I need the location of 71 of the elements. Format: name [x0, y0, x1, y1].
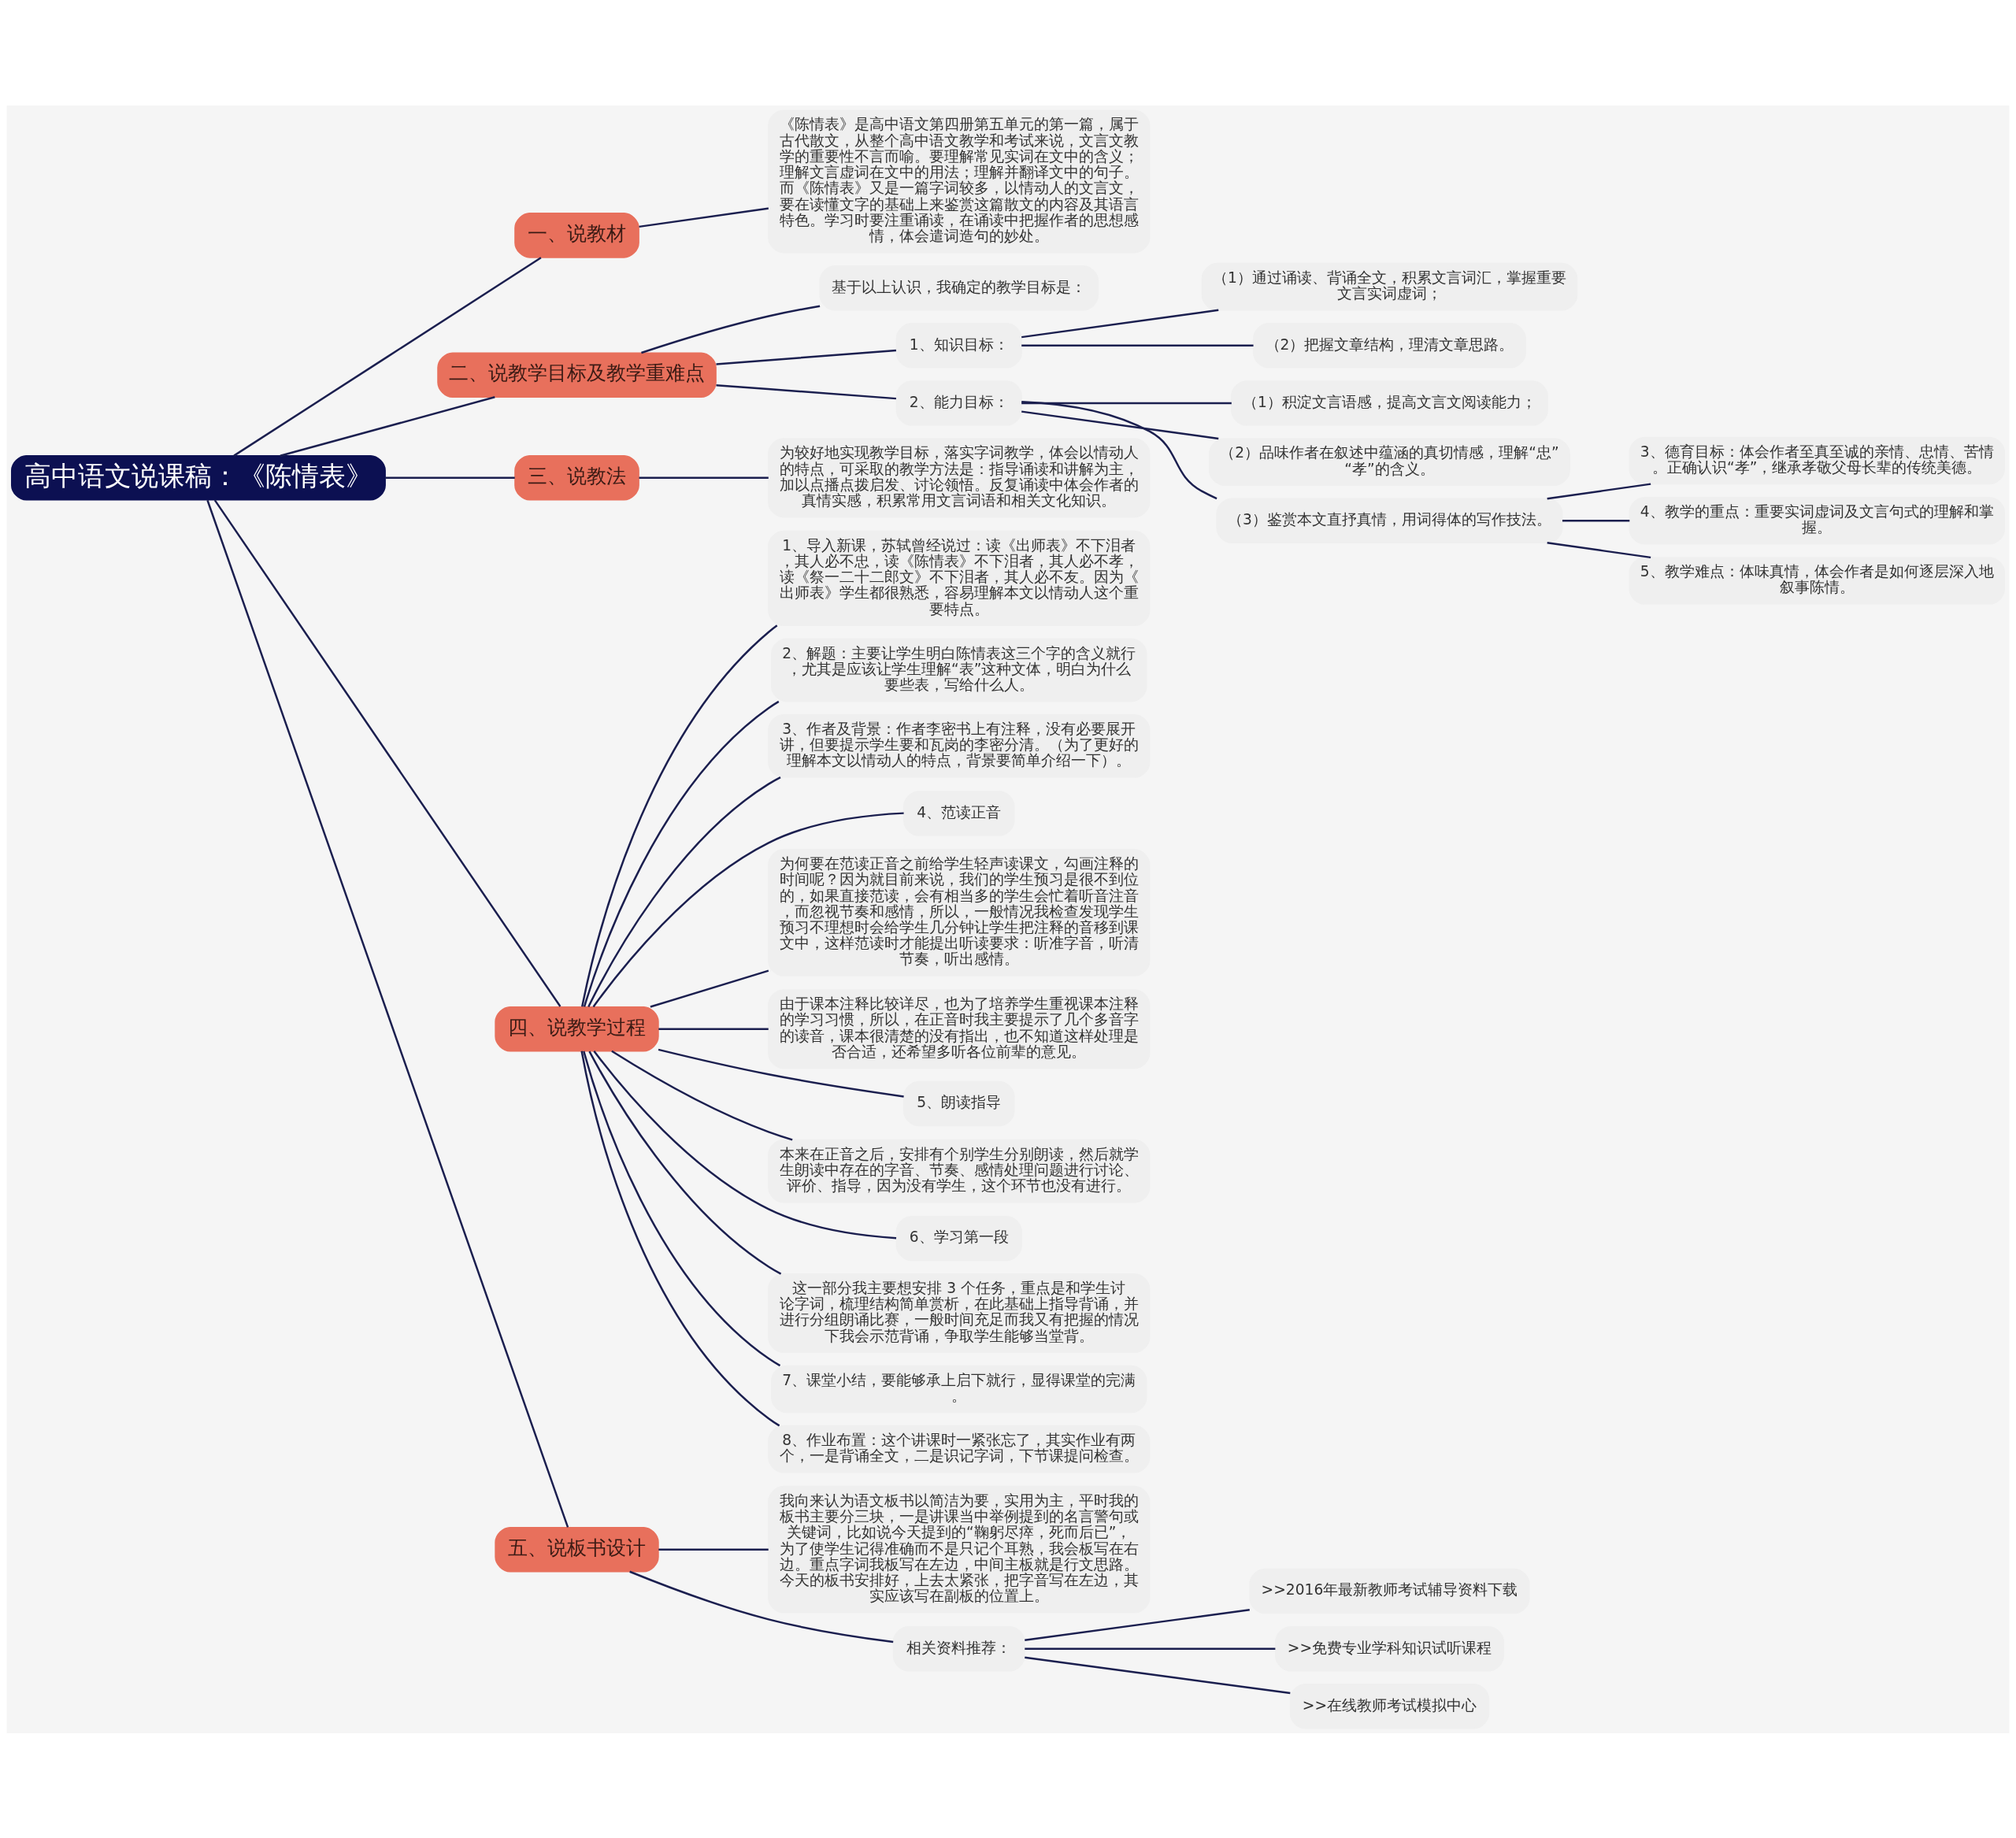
node-box: （2）把握文章结构，理清文章思路。	[1253, 322, 1526, 369]
connector	[716, 384, 896, 399]
connector	[1547, 482, 1651, 499]
node-box: 3、德育目标：体会作者至真至诚的亲情、忠情、苦情。正确认识“孝”，继承孝敬父母长辈的传统美德。	[1629, 436, 2005, 484]
node-box: （3）鉴赏本文直抒真情，用词得体的写作技法。	[1216, 497, 1563, 543]
connector	[592, 811, 904, 1007]
node-box: 1、导入新课，苏轼曾经说过：读《出师表》不下泪者，其人必不忠，读《陈情表》不下泪者，其人必不孝，读《祭一二十二郎文》不下泪者，其人必不友。因为《出师表》学生都很熟悉，容易理解本文以情动人这个重要特点。	[768, 530, 1151, 626]
connector	[1547, 541, 1651, 558]
node-box: 相关资料推荐：	[892, 1625, 1025, 1671]
connector	[583, 1051, 781, 1366]
node-box: 5、教学难点：体味真情，体会作者是如何逐层深入地叙事陈情。	[1629, 556, 2005, 605]
node-box: 为何要在范读正音之前给学生轻声读课文，勾画注释的时间呢？因为就目前来说，我们的学生预习是很不到位的，如果直接范读，会有相当多的学生会忙着听音注音，而忽视节奏和感情，所以，一般情况我检查发现学生预习不理想时会给学生几分钟让学生把注释的音移到课文中，这样范读时才能提出听读要求：听准字音，听清节奏，听出感情。	[768, 848, 1151, 976]
node-box: （1）积淀文言语感，提高文言文阅读能力；	[1231, 380, 1548, 426]
connector	[1021, 402, 1232, 404]
connector	[639, 476, 769, 479]
node-box: 为较好地实现教学目标，落实字词教学，体会以情动人的特点，可采取的教学方法是：指导诵读和讲解为主，加以点播点拨启发、讨论领悟。反复诵读中体会作者的真情实感，积累常用文言词语和相关文化知识。	[768, 437, 1151, 517]
node-box: 6、学习第一段	[895, 1215, 1022, 1261]
connector	[280, 395, 495, 457]
connector	[593, 1050, 897, 1239]
connector	[1025, 1608, 1250, 1641]
connector	[629, 1570, 894, 1643]
node-box: 2、解题：主要让学生明白陈情表这三个字的含义就行，尤其是应该让学生理解“表”这种文体，明白为什么要些表，写给什么人。	[771, 638, 1147, 702]
connector	[1025, 1655, 1291, 1694]
node-box: 我向来认为语文板书以简洁为要，实用为主，平时我的板书主要分三块，一是讲课当中举例提到的名言警句或关键词，比如说今天提到的“鞠躬尽瘁，死而后已”，为了使学生记得准确而不是只记个耳熟，我会板写在右边。重点字词我板写在左边，中间主板就是行文思路。今天的板书安排好，上去太紧张，把字音写在左边，其实应该写在副板的位置上。	[768, 1485, 1151, 1614]
node-box: >>免费专业学科知识试听课程	[1275, 1625, 1504, 1671]
node-box: 8、作业布置：这个讲课时一紧张忘了，其实作业有两个，一是背诵全文，二是识记字词，下节课提问检查。	[768, 1425, 1151, 1473]
connector	[716, 349, 896, 365]
node-box: 由于课本注释比较详尽，也为了培养学生重视课本注释的学习习惯，所以，在正音时我主要提示了几个多音字的读音，课本很清楚的没有指出，也不知道这样处理是否合适，还希望多听各位前辈的意见。	[768, 988, 1151, 1069]
connector	[206, 499, 569, 1528]
connector	[581, 624, 778, 1007]
connector	[658, 1027, 769, 1030]
connector	[588, 1051, 782, 1275]
connector	[658, 1048, 904, 1098]
node-box: 《陈情表》是高中语文第四册第五单元的第一篇，属于古代散文，从整个高中语文教学和考试来说，文言文教学的重要性不言而喻。要理解常见实词在文中的含义；理解文言虚词在文中的用法；理解并翻译文中的句子。而《陈情表》又是一篇字词较多，以情动人的文言文，要在读懂文字的基础上来鉴赏这篇散文的内容及其语言特色。学习时要注重诵读，在诵读中把握作者的思想感情，体会遣词造句的妙处。	[768, 109, 1151, 253]
connector	[233, 256, 542, 457]
connector	[658, 1547, 769, 1551]
connector	[1021, 409, 1219, 439]
node-box: 2、能力目标：	[895, 380, 1022, 426]
connector	[1021, 309, 1219, 338]
node-box: 4、范读正音	[903, 790, 1015, 836]
node-box: 一、说教材	[514, 212, 639, 258]
connector	[1025, 1647, 1276, 1650]
connector	[1021, 400, 1217, 499]
node-box: 高中语文说课稿：《陈情表》	[11, 454, 386, 501]
connector	[641, 304, 821, 354]
connector	[639, 206, 769, 228]
node-box: 四、说教学过程	[495, 1006, 659, 1051]
node-box: 二、说教学目标及教学重难点	[437, 351, 717, 398]
node-box: 3、作者及背景：作者李密书上有注释，没有必要展开讲，但要提示学生要和瓦岗的李密分清。（为了更好的理解本文以情动人的特点，背景要简单介绍一下）。	[768, 713, 1151, 778]
node-box: >>在线教师考试模拟中心	[1289, 1683, 1490, 1729]
node-box: 这一部分我主要想安排 3 个任务，重点是和学生讨论字词，梳理结构简单赏析，在此基础上指导背诵，并进行分组朗诵比赛，一般时间充足而我又有把握的情况下我会示范背诵，争取学生能够当堂背。	[768, 1273, 1151, 1353]
connector	[1562, 519, 1630, 521]
node-box: （2）品味作者在叙述中蕴涵的真切情感，理解“忠”“孝”的含义。	[1209, 437, 1570, 486]
node-box: 4、教学的重点：重要实词虚词及文言句式的理解和掌握。	[1629, 496, 2005, 545]
node-box: 基于以上认识，我确定的教学目标是：	[819, 265, 1099, 310]
connector	[385, 476, 515, 479]
node-box: 三、说教法	[514, 454, 639, 501]
connector	[650, 969, 769, 1008]
node-box: （1）通过诵读、背诵全文，积累文言词汇，掌握重要文言实词虚词；	[1201, 262, 1578, 310]
node-box: 五、说板书设计	[495, 1526, 659, 1572]
connector	[611, 1050, 793, 1141]
node-box: 7、课堂小结，要能够承上启下就行，显得课堂的完满。	[771, 1365, 1147, 1413]
connector	[583, 700, 780, 1007]
connector	[587, 776, 781, 1007]
node-box: >>2016年最新教师考试辅导资料下载	[1249, 1568, 1530, 1614]
connector	[580, 1051, 780, 1426]
connector	[213, 498, 561, 1007]
connector	[1021, 344, 1254, 346]
node-box: 5、朗读指导	[903, 1080, 1015, 1126]
node-box: 1、知识目标：	[895, 322, 1022, 369]
node-box: 本来在正音之后，安排有个别学生分别朗读，然后就学生朗读中存在的字音、节奏、感情处理问题进行讨论、评价、指导，因为没有学生，这个环节也没有进行。	[768, 1139, 1151, 1203]
